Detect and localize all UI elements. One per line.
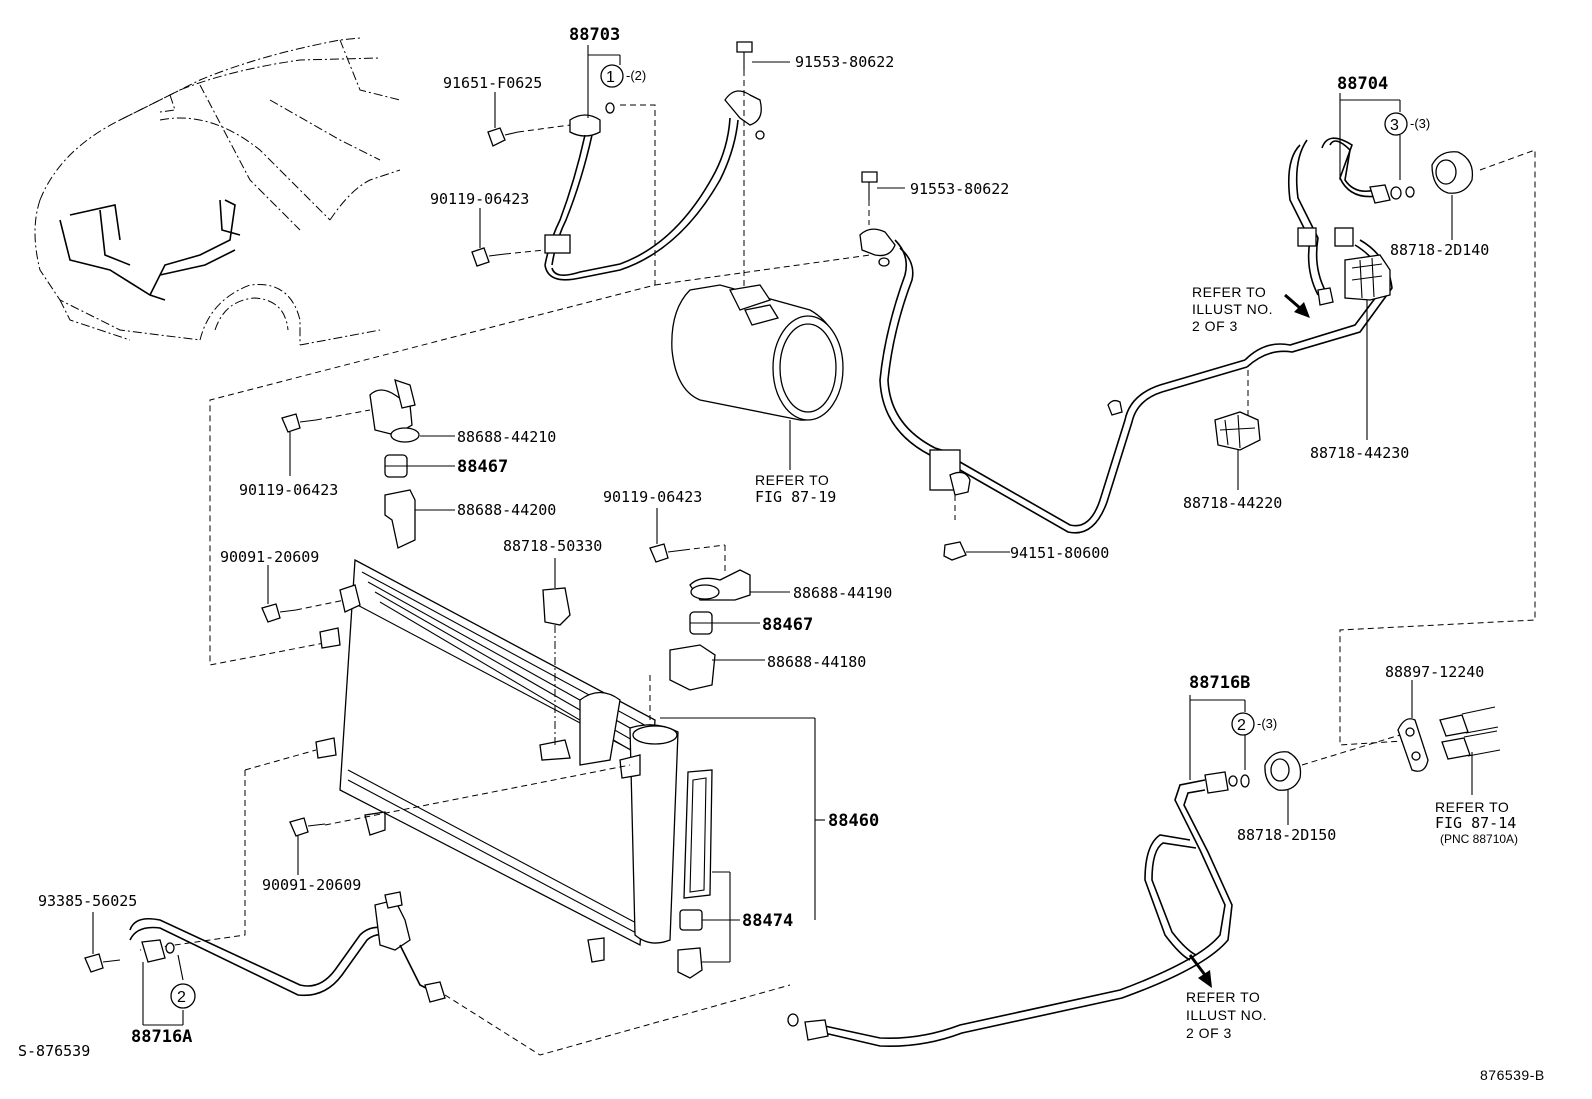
pipe-88716a-assembly <box>129 891 791 1056</box>
ref-illust-2of3-bottom: REFER TO ILLUST NO. 2 OF 3 <box>1186 989 1267 1041</box>
label-88688-44190: 88688-44190 <box>793 584 892 602</box>
hose-88704-assembly <box>1287 93 1415 306</box>
label-88718-50330: 88718-50330 <box>503 537 602 555</box>
label-88716b: 88716B <box>1189 673 1250 693</box>
bolt-93385 <box>84 912 121 973</box>
illustration-code-left: S-876539 <box>18 1042 90 1060</box>
circled-3-qty: -(3) <box>1410 116 1430 131</box>
bracket-88688-44180 <box>669 644 765 691</box>
suction-hose-assembly <box>859 228 1393 534</box>
bolt-91553-top <box>736 41 790 300</box>
condenser-88460 <box>315 558 825 963</box>
cap-88718-2d150 <box>1264 734 1401 825</box>
label-91553-80622-mid: 91553-80622 <box>910 180 1009 198</box>
vehicle-outline-illustration <box>34 37 401 346</box>
label-88703: 88703 <box>569 25 620 45</box>
ref-bottom-line3: 2 OF 3 <box>1186 1025 1232 1041</box>
pipes-to-fig-87-14 <box>1439 706 1501 795</box>
label-88718-2d150: 88718-2D150 <box>1237 826 1336 844</box>
cap-88718-2d140 <box>1339 149 1536 746</box>
circled-1-text: 1 <box>606 69 615 86</box>
label-94151-80600: 94151-80600 <box>1010 544 1109 562</box>
label-90091-20609-lower: 90091-20609 <box>262 876 361 894</box>
circled-3-text: 3 <box>1390 117 1399 134</box>
label-90091-20609-upper: 90091-20609 <box>220 548 319 566</box>
circled-2a-text: 2 <box>177 989 186 1006</box>
pipe-88716b-assembly <box>787 695 1250 1048</box>
label-91553-80622-top: 91553-80622 <box>795 53 894 71</box>
arrow-to-illust-2of3-top <box>1284 293 1310 318</box>
label-88718-2d140: 88718-2D140 <box>1390 241 1489 259</box>
bracket-88688-44190 <box>689 569 790 601</box>
bolt-91553-mid <box>861 171 905 225</box>
ref-fig8719-line2: FIG 87-19 <box>755 488 836 506</box>
label-88467-upper: 88467 <box>457 457 508 477</box>
circled-1-qty: -(2) <box>626 68 646 83</box>
ref-top-line1: REFER TO <box>1192 284 1266 300</box>
circled-number-3: 3 -(3) <box>1384 112 1430 136</box>
circled-2b-qty: -(3) <box>1257 716 1277 731</box>
ref-top-line2: ILLUST NO. <box>1192 301 1273 317</box>
compressor-illustration <box>671 284 844 470</box>
grommet-88467-upper <box>384 454 455 478</box>
bolt-90119-top <box>471 208 546 267</box>
label-88718-44220: 88718-44220 <box>1183 494 1282 512</box>
ref-bottom-line1: REFER TO <box>1186 989 1260 1005</box>
clamp-88718-44230 <box>1344 254 1391 440</box>
ref-fig8719-line1: REFER TO <box>755 472 829 488</box>
illustration-code-right: 876539-B <box>1480 1067 1545 1083</box>
label-88704: 88704 <box>1337 74 1388 94</box>
label-91651-f0625: 91651-F0625 <box>443 74 542 92</box>
bracket-88718-50330 <box>542 558 571 626</box>
bolt-91651 <box>487 92 571 147</box>
hose-88703-assembly <box>544 45 765 281</box>
label-88688-44210: 88688-44210 <box>457 428 556 446</box>
bracket-88688-44210 <box>369 379 455 443</box>
bracket-88688-44200 <box>384 489 455 549</box>
plate-88897-12240 <box>1397 680 1429 772</box>
label-88688-44180: 88688-44180 <box>767 653 866 671</box>
ref-illust-2of3-top: REFER TO ILLUST NO. 2 OF 3 <box>1192 284 1273 334</box>
ref-fig8714-line3: (PNC 88710A) <box>1440 832 1518 846</box>
ref-top-line3: 2 OF 3 <box>1192 318 1238 334</box>
nut-94151 <box>943 541 1010 561</box>
label-93385-56025: 93385-56025 <box>38 892 137 910</box>
ref-fig8714-line1: REFER TO <box>1435 799 1509 815</box>
bolt-90091-lower <box>289 817 326 875</box>
ref-fig8714-line2: FIG 87-14 <box>1435 814 1516 832</box>
bolt-90119-mid <box>649 508 726 575</box>
ref-bottom-line2: ILLUST NO. <box>1186 1007 1267 1023</box>
circled-number-1: 1 -(2) <box>600 64 646 88</box>
label-88460: 88460 <box>828 811 879 831</box>
label-88474: 88474 <box>742 911 793 931</box>
label-88718-44230: 88718-44230 <box>1310 444 1409 462</box>
ref-fig-87-19: REFER TO FIG 87-19 <box>755 472 836 506</box>
grommet-88467-lower <box>689 611 760 635</box>
arrow-to-illust-2of3-bottom <box>1188 954 1212 988</box>
circled-2b-text: 2 <box>1237 717 1246 734</box>
circled-number-2-right: 2 -(3) <box>1231 712 1277 736</box>
ref-fig-87-14: REFER TO FIG 87-14 (PNC 88710A) <box>1435 799 1518 846</box>
label-90119-06423-mid: 90119-06423 <box>603 488 702 506</box>
label-90119-06423-left: 90119-06423 <box>239 481 338 499</box>
label-90119-06423-top: 90119-06423 <box>430 190 529 208</box>
label-88716a: 88716A <box>131 1027 192 1047</box>
bolt-90091-upper <box>261 565 346 623</box>
label-88897-12240: 88897-12240 <box>1385 663 1484 681</box>
desiccant-88474 <box>677 769 740 979</box>
label-88467-lower: 88467 <box>762 615 813 635</box>
bolt-90119-left <box>281 409 371 476</box>
clamp-88718-44220 <box>1214 411 1261 490</box>
circled-number-2-left: 2 <box>170 983 196 1009</box>
label-88688-44200: 88688-44200 <box>457 501 556 519</box>
